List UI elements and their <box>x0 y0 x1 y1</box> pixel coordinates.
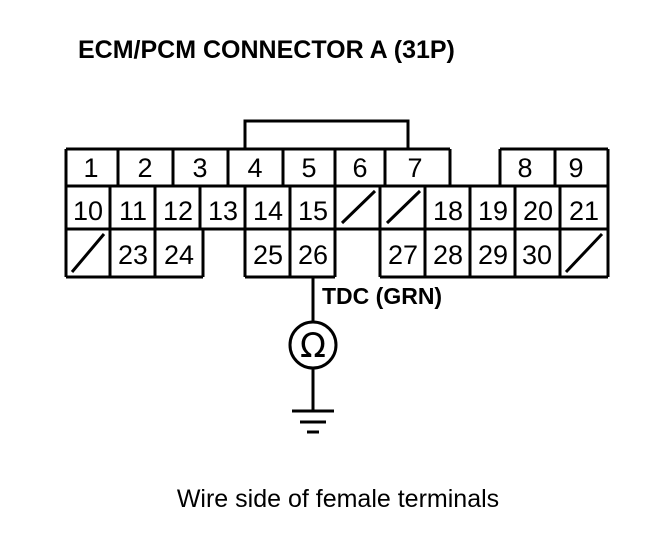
pin-label-7: 7 <box>407 153 422 183</box>
row2-dividers <box>108 186 562 229</box>
pin-label-6: 6 <box>352 153 367 183</box>
unused-cavity-slash-22 <box>70 233 106 273</box>
pin-label-21: 21 <box>569 196 599 226</box>
pin-label-5: 5 <box>301 153 316 183</box>
pin-label-8: 8 <box>517 153 532 183</box>
pin-label-27: 27 <box>388 240 418 270</box>
unused-cavity-slash-17 <box>385 189 422 225</box>
unused-cavity-slash-31 <box>564 232 604 274</box>
row3-gap-walls <box>201 229 382 277</box>
pin-label-30: 30 <box>522 240 552 270</box>
pin-label-12: 12 <box>163 196 193 226</box>
ohmmeter-symbol: Ω <box>300 326 326 366</box>
pin-label-13: 13 <box>208 196 238 226</box>
pin-label-20: 20 <box>523 196 553 226</box>
pin-label-25: 25 <box>253 240 283 270</box>
wire-label-tdc: TDC (GRN) <box>322 283 442 309</box>
pin-label-26: 26 <box>298 240 328 270</box>
connector-outline <box>64 119 610 279</box>
pin-label-2: 2 <box>137 153 152 183</box>
pin-label-24: 24 <box>164 240 194 270</box>
row1-dividers <box>116 149 557 186</box>
pin-label-23: 23 <box>118 240 148 270</box>
pin-label-15: 15 <box>298 196 328 226</box>
pin-label-28: 28 <box>433 240 463 270</box>
connector-latch <box>243 119 410 149</box>
pin-label-3: 3 <box>192 153 207 183</box>
pin-label-18: 18 <box>433 196 463 226</box>
unused-cavity-slash-16 <box>340 189 377 225</box>
pin-label-29: 29 <box>478 240 508 270</box>
row3-dividers <box>108 229 562 277</box>
pin-label-1: 1 <box>83 153 98 183</box>
pin-7-8-gap-walls <box>448 149 502 186</box>
pin-label-19: 19 <box>478 196 508 226</box>
diagram-caption: Wire side of female terminals <box>177 485 499 513</box>
pin-label-10: 10 <box>73 196 103 226</box>
diagram-title: ECM/PCM CONNECTOR A (31P) <box>78 36 455 64</box>
connector-sides <box>64 149 610 277</box>
test-circuit <box>288 277 338 434</box>
pin-numbers: 1 2 3 4 5 6 7 8 9 10 11 12 13 14 15 18 1… <box>73 153 599 270</box>
pin-label-11: 11 <box>119 196 147 226</box>
pin-label-14: 14 <box>253 196 283 226</box>
pin-label-4: 4 <box>247 153 262 183</box>
unused-cavities <box>70 189 604 274</box>
pin-label-9: 9 <box>568 153 583 183</box>
